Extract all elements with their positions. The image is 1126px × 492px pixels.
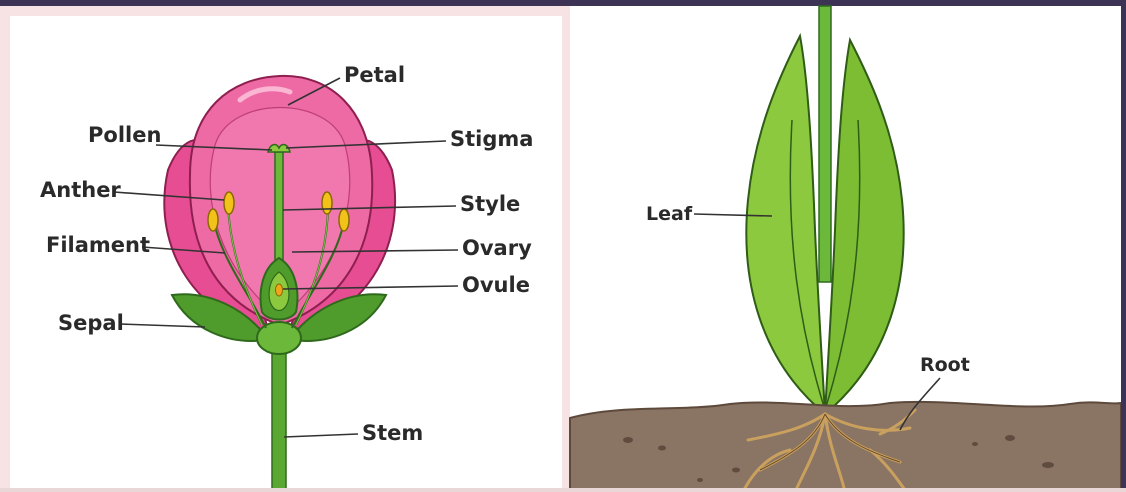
plant-illustration [570, 6, 1121, 492]
label-filament: Filament [46, 233, 150, 257]
label-anther: Anther [40, 178, 121, 202]
plant-stem [819, 6, 831, 282]
soil [570, 402, 1121, 492]
label-style: Style [460, 192, 520, 216]
anther-1 [224, 192, 234, 214]
flower-illustration [164, 76, 395, 492]
label-leaf: Leaf [646, 203, 693, 225]
leaf-right [825, 40, 904, 414]
label-pollen: Pollen [88, 123, 161, 147]
style [275, 152, 283, 262]
flower-stem [272, 340, 286, 492]
ovule [276, 284, 283, 296]
right-frame-border [1121, 0, 1126, 492]
leaf-left [746, 36, 825, 414]
label-sepal: Sepal [58, 311, 124, 335]
anther-2 [208, 209, 218, 231]
receptacle [257, 322, 301, 354]
label-petal: Petal [344, 63, 405, 87]
anther-3 [322, 192, 332, 214]
bottom-frame-border [0, 488, 1126, 492]
label-root: Root [920, 354, 970, 376]
label-stigma: Stigma [450, 127, 533, 151]
anther-4 [339, 209, 349, 231]
label-stem: Stem [362, 421, 423, 445]
leader-sepal [120, 324, 205, 327]
label-ovary: Ovary [462, 236, 532, 260]
leader-stem [284, 434, 358, 437]
label-ovule: Ovule [462, 273, 530, 297]
